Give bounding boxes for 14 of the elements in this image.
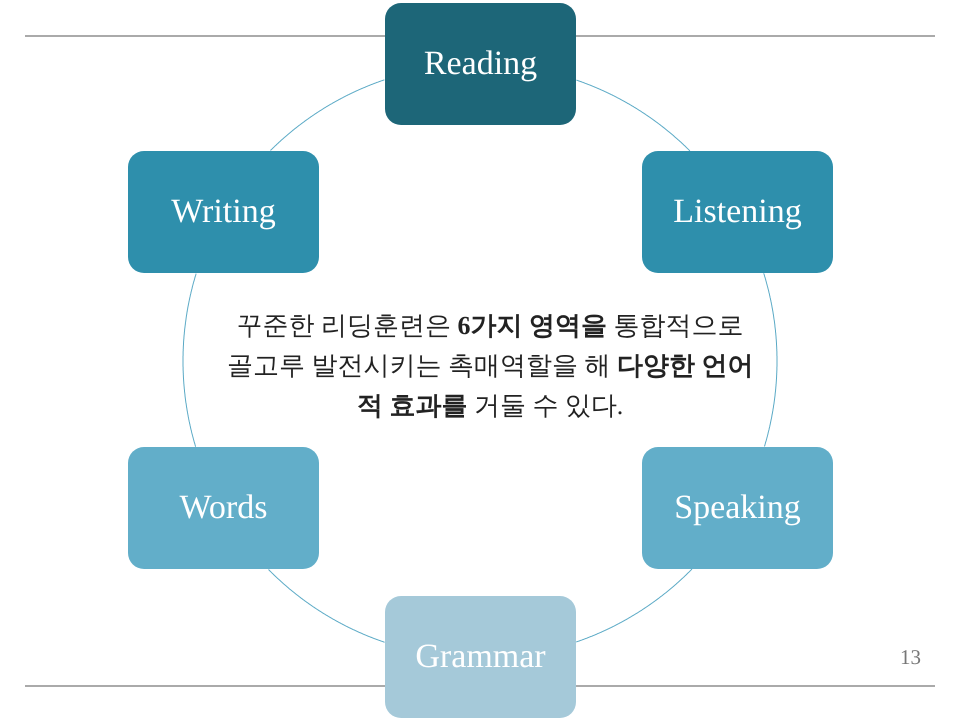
connector-arc (182, 273, 197, 448)
connector-arc (576, 80, 690, 152)
page-number: 13 (900, 645, 921, 670)
center-statement: 꾸준한 리딩훈련은 6가지 영역을 통합적으로 골고루 발전시키는 촉매역할을 해 다양한 언어적 효과를 거둘 수 있다. (226, 310, 754, 422)
connector-arc (576, 568, 692, 642)
skill-box: Writing (128, 151, 319, 273)
skill-box: Reading (385, 3, 576, 125)
skill-box: Listening (642, 151, 833, 273)
skill-box: Words (128, 447, 319, 569)
connector-arc (270, 79, 385, 151)
connector-arc (268, 569, 386, 643)
connector-arc (763, 272, 778, 447)
skill-box: Speaking (642, 447, 833, 569)
skill-box: Grammar (385, 596, 576, 718)
